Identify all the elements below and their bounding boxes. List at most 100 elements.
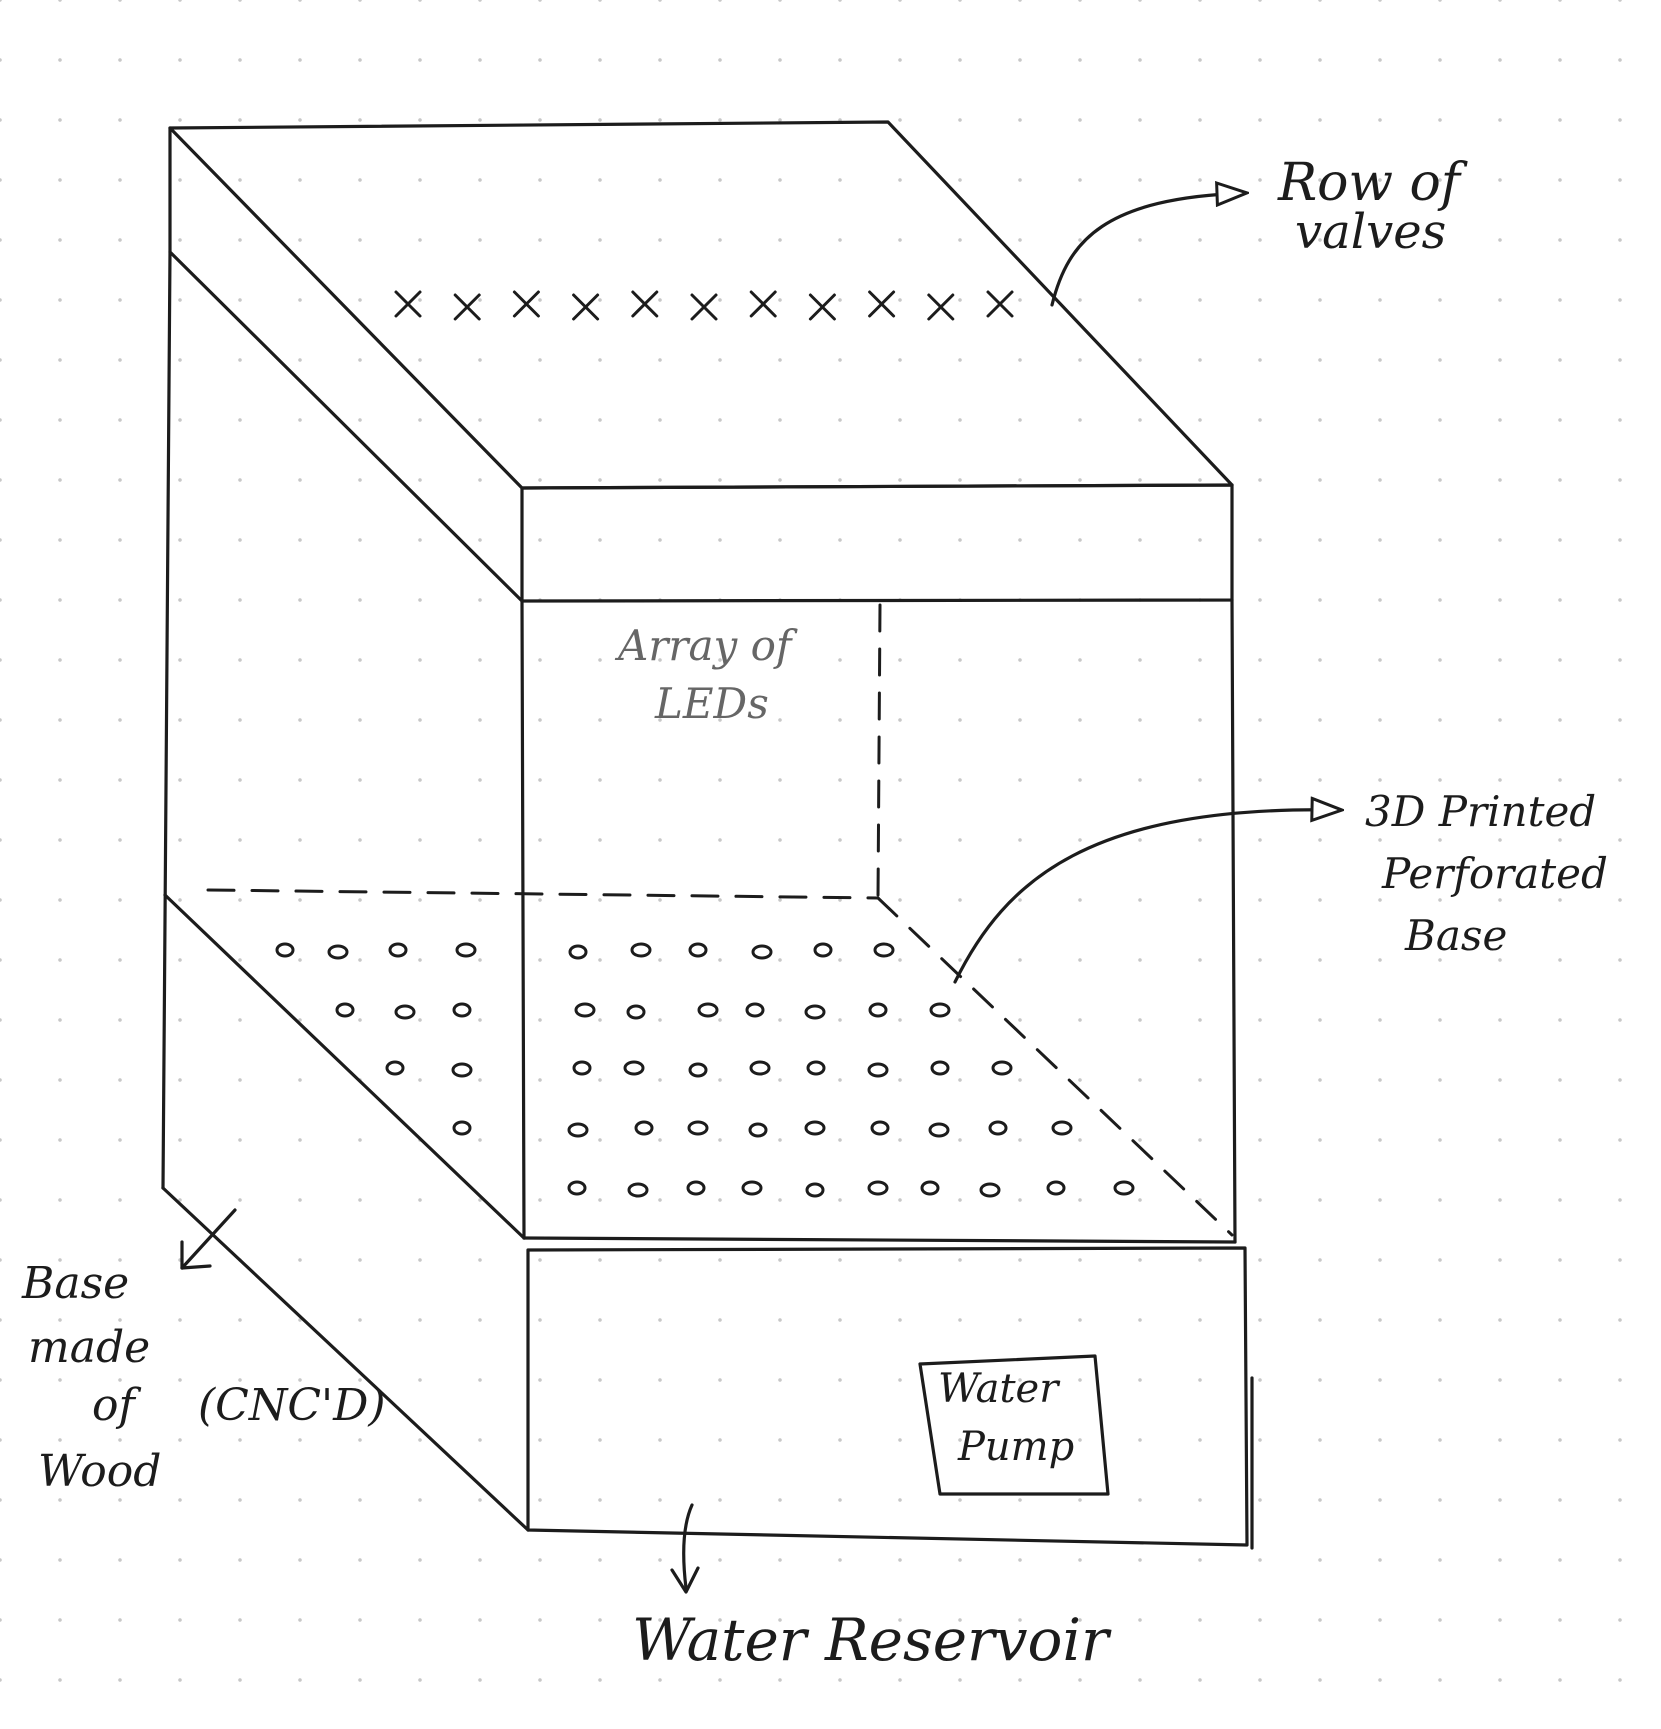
perforation-hole — [455, 942, 477, 958]
perforation-hole — [805, 1182, 825, 1198]
perforation-hole — [1046, 1180, 1066, 1196]
perforation-hole — [275, 942, 295, 958]
front-left-edge — [520, 599, 526, 1240]
wood-label-2: made — [28, 1322, 150, 1373]
lid-front-face — [520, 483, 1234, 603]
tray-left-slope — [163, 893, 526, 1240]
perforation-hole — [634, 1120, 654, 1136]
perforated-base-arrow — [953, 810, 1340, 984]
annotation-labels: Row of valves Array of LEDs 3D Printed P… — [21, 153, 1608, 1674]
lid-side-face — [168, 126, 524, 603]
perforation-hole — [568, 944, 588, 960]
perforation-hole — [688, 942, 708, 958]
perforation-hole — [697, 1002, 719, 1018]
valve-mark — [749, 290, 777, 318]
perforation-hole — [394, 1004, 416, 1020]
reservoir-arrow — [682, 1503, 694, 1590]
perforation-hole — [452, 1002, 472, 1018]
perforation-hole — [867, 1062, 889, 1078]
perforation-hole — [687, 1120, 709, 1136]
valve-mark — [512, 290, 540, 318]
perforation-hole — [574, 1002, 596, 1018]
perforation-hole — [804, 1004, 826, 1020]
perforation-hole — [804, 1120, 826, 1136]
perforated-label-2: Perforated — [1381, 849, 1608, 898]
perforation-hole — [385, 1060, 405, 1076]
perforated-base-holes — [275, 942, 1135, 1198]
pump-outline — [918, 1354, 1110, 1496]
perforation-hole — [627, 1182, 649, 1198]
perforation-hole — [1113, 1180, 1135, 1196]
perforation-hole — [873, 942, 895, 958]
hidden-diagonal-edge — [876, 896, 1234, 1237]
reservoir-arrow-head — [670, 1566, 700, 1594]
hidden-edges — [206, 603, 1234, 1237]
pump-label-1: Water — [938, 1366, 1061, 1412]
perforation-hole — [688, 1062, 708, 1078]
perforation-hole — [920, 1180, 940, 1196]
perforation-hole — [929, 1002, 951, 1018]
perforation-hole — [623, 1060, 645, 1076]
perforation-hole — [870, 1120, 890, 1136]
perforation-hole — [686, 1180, 706, 1196]
valve-mark — [394, 290, 422, 318]
valve-mark — [631, 290, 659, 318]
perforation-hole — [745, 1002, 765, 1018]
hidden-back-floor-edge — [206, 888, 880, 900]
top-lid — [168, 120, 1234, 603]
perforation-hole — [327, 944, 349, 960]
wood-label-1: Base — [21, 1258, 129, 1309]
valve-row — [394, 290, 1014, 321]
wood-arrow — [180, 1208, 237, 1270]
wood-label-5: Wood — [38, 1446, 161, 1497]
valve-mark — [808, 293, 836, 321]
perforation-hole — [567, 1180, 587, 1196]
perforation-hole — [388, 942, 408, 958]
box-frame — [161, 250, 1237, 1244]
perforation-hole — [1051, 1120, 1073, 1136]
leds-label-2: LEDs — [654, 679, 769, 728]
perforation-hole — [452, 1120, 472, 1136]
perforation-hole — [813, 942, 833, 958]
perforation-hole — [748, 1122, 768, 1138]
perforation-hole — [991, 1060, 1013, 1076]
tray-front-edge — [522, 1236, 1237, 1244]
perforated-label-3: Base — [1404, 911, 1507, 960]
valves-label-1: Row of — [1277, 153, 1468, 213]
wood-label-4: (CNC'D) — [198, 1380, 386, 1431]
left-back-edge — [161, 250, 172, 1190]
valve-mark — [868, 290, 896, 318]
valve-mark — [690, 293, 718, 321]
reservoir-side-face — [161, 1186, 530, 1532]
valves-label-2: valves — [1295, 204, 1446, 260]
valves-arrow — [1050, 193, 1245, 307]
hidden-vertical-edge — [876, 603, 882, 900]
perforation-hole — [751, 944, 773, 960]
perforation-hole — [988, 1120, 1008, 1136]
perforation-hole — [868, 1002, 888, 1018]
valve-mark — [986, 290, 1014, 318]
pump-label-2: Pump — [957, 1424, 1074, 1470]
perforated-label-1: 3D Printed — [1365, 787, 1596, 836]
perforation-hole — [451, 1062, 473, 1078]
valve-mark — [453, 293, 481, 321]
perforation-hole — [630, 942, 652, 958]
reservoir-front-face — [526, 1246, 1249, 1547]
leds-label-1: Array of — [614, 621, 798, 670]
perforation-hole — [567, 1122, 589, 1138]
perforation-hole — [979, 1182, 1001, 1198]
perforation-hole — [806, 1060, 826, 1076]
perforation-hole — [928, 1122, 950, 1138]
wood-arrow-head — [180, 1240, 212, 1270]
wood-label-3: of — [92, 1380, 141, 1431]
reservoir-label: Water Reservoir — [632, 1606, 1112, 1674]
perforation-hole — [626, 1004, 646, 1020]
perforation-hole — [867, 1180, 889, 1196]
perforation-hole — [335, 1002, 355, 1018]
water-pump-box: Water Pump — [918, 1354, 1110, 1496]
valve-mark — [927, 293, 955, 321]
annotation-arrows — [180, 193, 1340, 1594]
perforation-hole — [741, 1180, 763, 1196]
